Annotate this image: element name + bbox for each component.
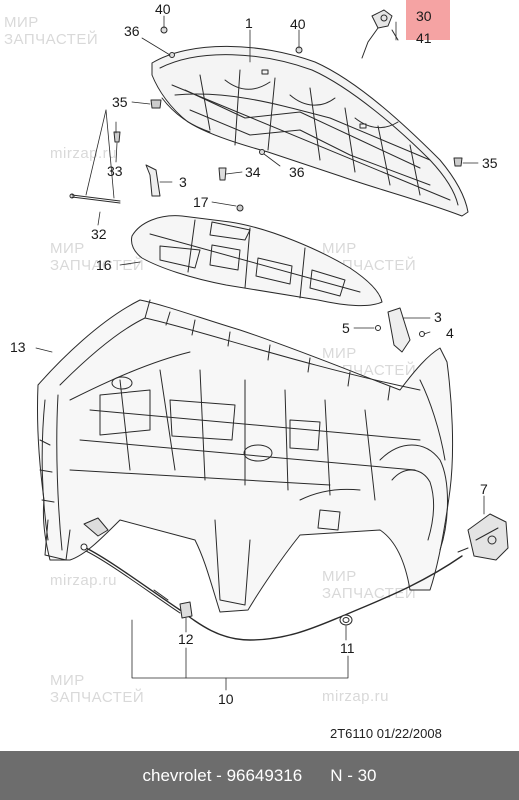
release-cable — [80, 517, 463, 641]
watermark-text: МИР — [322, 345, 357, 362]
callout-7: 7 — [480, 481, 488, 497]
callout-40: 40 — [155, 1, 171, 17]
callout-4: 4 — [446, 325, 454, 341]
watermark-site: mirzap.ru — [50, 572, 118, 589]
watermark-text: МИР — [322, 568, 357, 585]
callout-40: 40 — [290, 16, 306, 32]
watermark-text: ЗАПЧАСТЕЙ — [50, 689, 145, 706]
watermark-site: mirzap.ru — [50, 145, 118, 162]
watermark-logo: МИР ЗАПЧАСТЕЙ — [4, 14, 98, 48]
callout-3: 3 — [434, 309, 442, 325]
watermark-text: ЗАПЧАСТЕЙ — [50, 257, 145, 274]
watermark-text: ЗАПЧАСТЕЙ — [322, 585, 417, 602]
hood-latch — [457, 513, 509, 561]
reference-label: N - 30 — [330, 765, 377, 785]
callout-13: 13 — [10, 339, 26, 355]
callout-1: 1 — [245, 15, 253, 31]
watermark-text: МИР — [4, 14, 39, 31]
watermark-text: МИР — [322, 240, 357, 257]
leader-lines — [35, 15, 485, 691]
callout-10: 10 — [218, 691, 234, 707]
part-number-label: chevrolet - 96649316 — [142, 765, 303, 785]
hood-insulator — [131, 204, 383, 307]
callout-35: 35 — [482, 155, 498, 171]
watermark-logo: МИР ЗАПЧАСТЕЙ — [50, 672, 144, 706]
highlight-box — [406, 0, 450, 40]
prop-rod — [69, 193, 121, 204]
diagram-code: 2T6110 01/22/2008 — [330, 726, 442, 741]
callout-16: 16 — [96, 257, 112, 273]
callout-41: 41 — [416, 30, 432, 46]
watermark-logo: МИР ЗАПЧАСТЕЙ — [322, 568, 416, 602]
callout-34: 34 — [245, 164, 261, 180]
footer-bar: chevrolet - 96649316 N - 30 — [0, 751, 519, 800]
callout-36: 36 — [124, 23, 140, 39]
callout-30: 30 — [416, 8, 432, 24]
watermark-text: МИР — [50, 672, 85, 689]
callout-5: 5 — [342, 320, 350, 336]
watermark-site: mirzap.ru — [322, 688, 390, 705]
hood-panel — [151, 45, 469, 217]
watermark-text: МИР — [50, 240, 85, 257]
callout-11: 11 — [340, 640, 355, 656]
callout-17: 17 — [193, 194, 209, 210]
front-body-structure — [36, 299, 454, 613]
callout-36: 36 — [289, 164, 305, 180]
callout-12: 12 — [178, 631, 194, 647]
watermark-logo: МИР ЗАПЧАСТЕЙ — [50, 240, 144, 274]
callout-35: 35 — [112, 94, 128, 110]
callout-3: 3 — [179, 174, 187, 190]
callout-33: 33 — [107, 163, 123, 179]
callout-32: 32 — [91, 226, 107, 242]
watermark-text: ЗАПЧАСТЕЙ — [4, 31, 99, 48]
hood-hinge — [361, 9, 399, 59]
